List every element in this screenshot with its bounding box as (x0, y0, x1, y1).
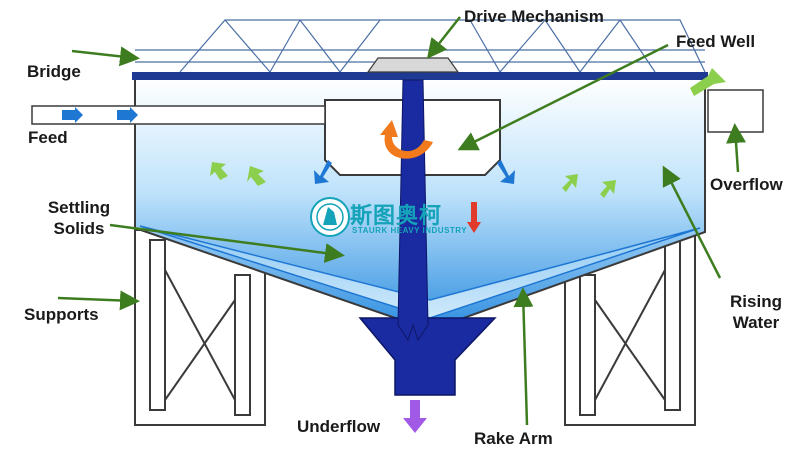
drive-housing (366, 57, 460, 73)
overflow-arrow (690, 68, 726, 96)
label-feed-well: Feed Well (676, 32, 756, 51)
red-down-arrow (467, 202, 481, 233)
discharge-arrow-left (314, 160, 332, 184)
logo-emblem (310, 197, 350, 237)
label-rake-arm: Rake Arm (474, 429, 553, 448)
label-rising-water: Rising Water (730, 292, 782, 332)
underflow-arrow (403, 400, 427, 433)
bridge-deck (132, 72, 708, 80)
rotation-arrow (380, 120, 433, 159)
label-settling-solids: Settling Solids (47, 198, 111, 238)
bridge-truss (135, 19, 706, 73)
feed-flow-arrow-2 (117, 107, 138, 123)
rising-water-arrows (210, 162, 616, 198)
drive-shaft (397, 79, 429, 342)
logo-text-chinese: 斯图奥柯 (350, 204, 443, 229)
leader-lines (57, 16, 746, 426)
feed-pipe (31, 105, 326, 125)
overflow-box (707, 89, 764, 133)
feed-flow-arrow-1 (62, 107, 83, 123)
logo-text-english: STAURK HEAVY INDUSTRY (352, 226, 468, 235)
label-underflow: Underflow (297, 417, 381, 436)
label-supports: Supports (24, 305, 99, 324)
underflow-outlet (358, 317, 497, 396)
label-feed: Feed (28, 128, 68, 147)
label-overflow: Overflow (710, 175, 783, 194)
label-bridge: Bridge (27, 62, 81, 81)
discharge-arrow-right (497, 160, 515, 184)
label-drive-mechanism: Drive Mechanism (464, 7, 604, 26)
